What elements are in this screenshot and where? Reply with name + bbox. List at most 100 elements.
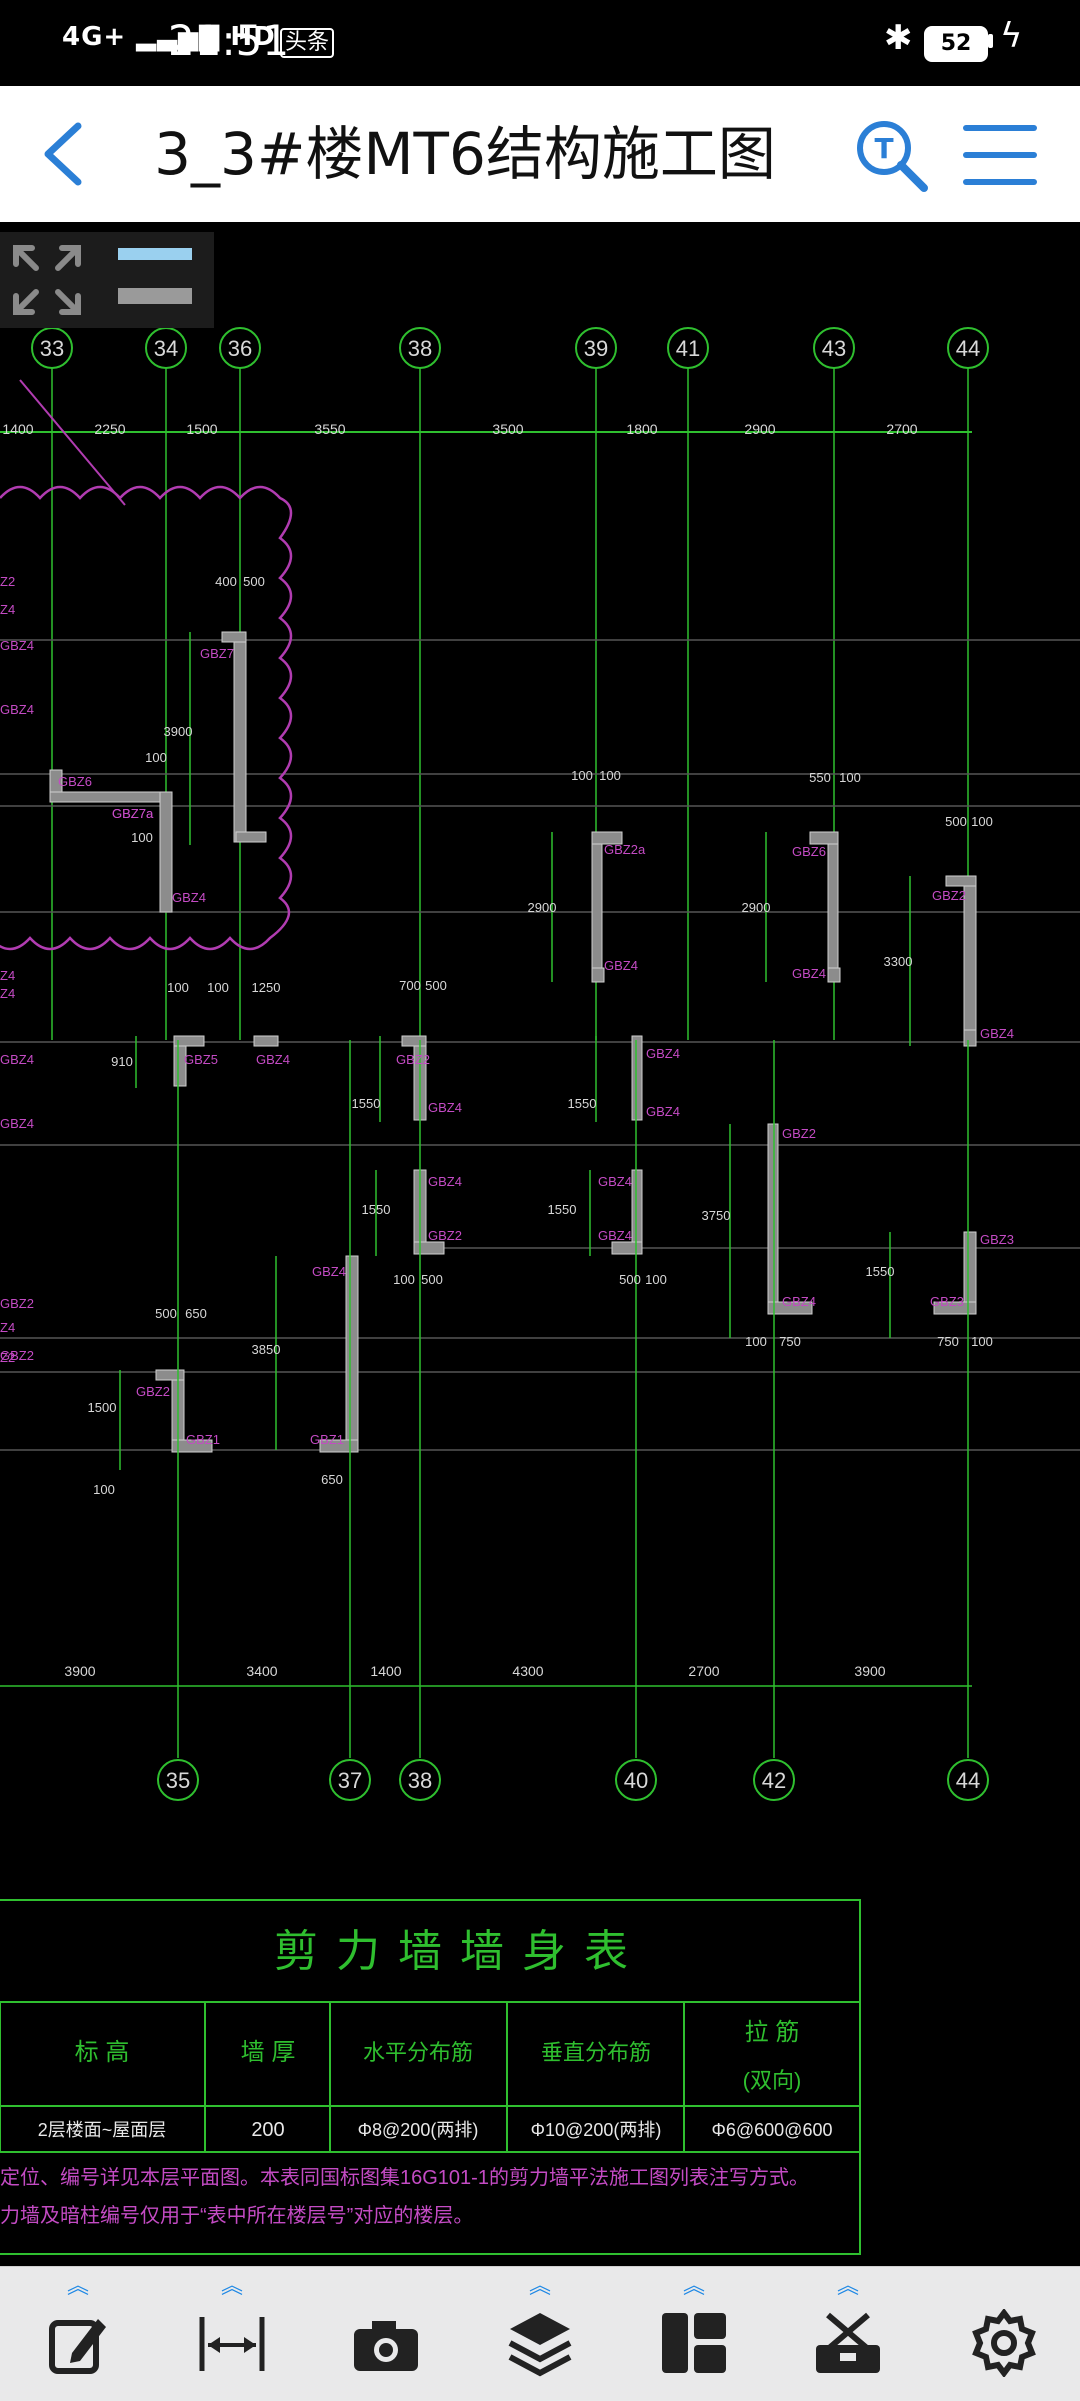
axis-label: 39: [584, 336, 608, 361]
dimension-value: 910: [111, 1054, 133, 1069]
member-label: GBZ4: [604, 958, 638, 973]
axis-bubble: [947, 327, 989, 369]
tool-settings[interactable]: ︽: [944, 2267, 1064, 2401]
member-label: GBZ4: [782, 1294, 816, 1309]
bottom-dimension: 3900: [64, 1663, 95, 1679]
dimension-value: 500: [425, 978, 447, 993]
member-label: GBZ4: [428, 1100, 462, 1115]
dimension-value: 650: [185, 1306, 207, 1321]
axis-label: 35: [166, 1768, 190, 1793]
member-label: GBZ7a: [112, 806, 154, 821]
revision-cloud: [0, 485, 293, 951]
dimension-value: 1550: [352, 1096, 381, 1111]
axis-bubble: [813, 327, 855, 369]
bottom-dimension: 4300: [512, 1663, 543, 1679]
dimension-value: 500: [243, 574, 265, 589]
member-label: GBZ4: [980, 1026, 1014, 1041]
member-label: Z4: [0, 986, 15, 1001]
top-dimension: 2700: [886, 421, 917, 437]
dimension-value: 100: [571, 768, 593, 783]
title-bar: 3_3#楼MT6结构施工图 T: [0, 86, 1080, 222]
top-dimension: 1800: [626, 421, 657, 437]
bottom-dimension: 3400: [246, 1663, 277, 1679]
top-dimension: 3500: [492, 421, 523, 437]
edit-icon: [49, 2319, 106, 2374]
dimension-value: 100: [645, 1272, 667, 1287]
member-label: Z2: [0, 1350, 15, 1365]
dimension-value: 2900: [742, 900, 771, 915]
tool-layers[interactable]: ︽: [480, 2267, 600, 2401]
dimension-value: 100: [839, 770, 861, 785]
member-label: GBZ4: [312, 1264, 346, 1279]
member-label: GBZ5: [184, 1052, 218, 1067]
dimension-value: 100: [745, 1334, 767, 1349]
measure-icon: [199, 2317, 265, 2371]
axis-label: 33: [40, 336, 64, 361]
axis-bubble: [399, 327, 441, 369]
text-search-icon[interactable]: T: [852, 116, 932, 196]
layout-icon: [662, 2313, 726, 2373]
status-bar: 4G+ ▂▃▅▇ HD 21:51 头条 ✱ 52 ϟ: [0, 0, 1080, 86]
camera-icon: [354, 2321, 418, 2371]
bottom-dimension: 3900: [854, 1663, 885, 1679]
network-indicator: 4G+ ▂▃▅▇ HD: [62, 22, 276, 52]
chevron-left-icon[interactable]: [30, 114, 100, 194]
chevron-up-icon: ︽: [836, 2274, 859, 2299]
leader-line: [19, 379, 126, 506]
dimension-value: 1250: [252, 980, 281, 995]
axis-label: 38: [408, 336, 432, 361]
member-label: GBZ4: [646, 1046, 680, 1061]
tool-edit[interactable]: ︽: [18, 2267, 138, 2401]
member-label: GBZ2: [0, 1296, 34, 1311]
tool-measure[interactable]: ︽: [172, 2267, 292, 2401]
chevron-up-icon: ︽: [682, 2274, 705, 2299]
tool-layout[interactable]: ︽: [634, 2267, 754, 2401]
axis-label: 44: [956, 336, 980, 361]
tool-camera[interactable]: ︽: [326, 2267, 446, 2401]
dimension-value: 750: [937, 1334, 959, 1349]
dimension-value: 1550: [866, 1264, 895, 1279]
cell-thickness: 200: [251, 2119, 284, 2141]
axis-label: 37: [338, 1768, 362, 1793]
battery-cap: [988, 34, 993, 48]
axis-bubble: [329, 1759, 371, 1801]
member-label: GBZ6: [58, 774, 92, 789]
dimension-value: 100: [971, 814, 993, 829]
toolbox-icon: [816, 2312, 880, 2373]
dimension-value: 100: [145, 750, 167, 765]
member-label: GBZ6: [792, 844, 826, 859]
tool-toolbox[interactable]: ︽: [788, 2267, 908, 2401]
dimension-value: 750: [779, 1334, 801, 1349]
dimension-lines: [0, 632, 972, 1687]
chevron-up-icon: ︽: [528, 2274, 551, 2299]
view-control-panel: [0, 232, 214, 328]
member-label: GBZ3: [980, 1232, 1014, 1247]
dimension-value: 400: [215, 574, 237, 589]
fit-view-icon[interactable]: [0, 232, 214, 328]
member-label: GBZ1: [310, 1432, 344, 1447]
dimension-value: 100: [393, 1272, 415, 1287]
axis-bubble: [947, 1759, 989, 1801]
axis-label: 34: [154, 336, 178, 361]
axis-label: 43: [822, 336, 846, 361]
dimension-value: 3850: [252, 1342, 281, 1357]
member-label: GBZ2: [782, 1126, 816, 1141]
member-label: GBZ4: [256, 1052, 290, 1067]
header-thickness: 墙 厚: [241, 2039, 296, 2066]
axis-bubble: [145, 327, 187, 369]
axis-label: 40: [624, 1768, 648, 1793]
member-label: Z4: [0, 602, 15, 617]
dimension-value: 100: [207, 980, 229, 995]
axis-label: 38: [408, 1768, 432, 1793]
bottom-toolbar: ︽ ︽ ︽ ︽ ︽: [0, 2266, 1080, 2401]
top-dimension: 1500: [186, 421, 217, 437]
member-label: GBZ4: [172, 890, 206, 905]
axis-bubble: [31, 327, 73, 369]
member-label: GBZ2: [136, 1384, 170, 1399]
member-label: GBZ4: [0, 638, 34, 653]
member-label: GBZ3: [930, 1294, 964, 1309]
dimension-value: 500: [619, 1272, 641, 1287]
hamburger-menu-icon[interactable]: [960, 118, 1040, 192]
